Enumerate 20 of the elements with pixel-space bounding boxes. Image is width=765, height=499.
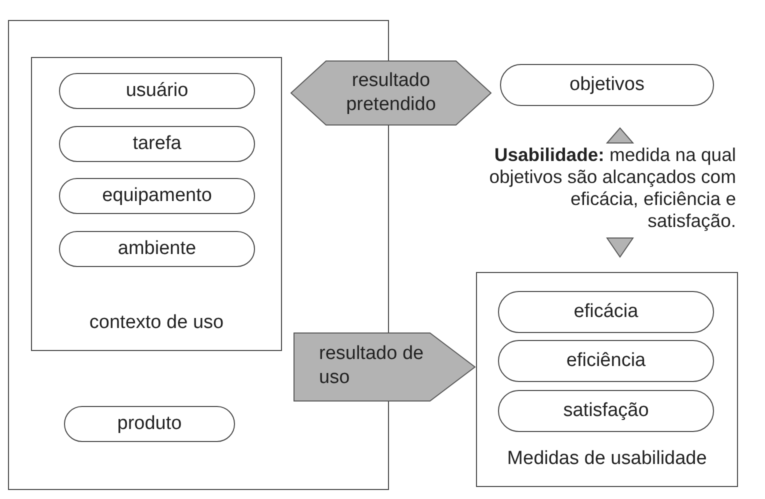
hexagon-arrow-shape — [290, 60, 492, 126]
group-label: contexto de uso — [88, 312, 225, 334]
rounded-box: equipamento — [59, 178, 255, 214]
triangle-arrow — [606, 238, 634, 258]
rounded-box: eficácia — [498, 291, 714, 333]
frame-box — [31, 57, 282, 351]
triangle-arrow — [606, 127, 634, 144]
rounded-box: objetivos — [500, 64, 714, 106]
rounded-box: tarefa — [59, 126, 255, 162]
pentagon-arrow-shape — [293, 332, 476, 402]
rounded-box: usuário — [59, 73, 255, 109]
group-label: Medidas de usabilidade — [506, 448, 708, 470]
rounded-box: eficiência — [498, 340, 714, 382]
rounded-box: ambiente — [59, 231, 255, 267]
rounded-box: produto — [64, 406, 235, 442]
rounded-box: satisfação — [498, 390, 714, 432]
frame-box — [476, 272, 738, 487]
definition-text: Usabilidade: medida na qual objetivos são alcançados com eficácia, eficiência e satisfação. — [488, 144, 736, 234]
shape-label: resultado pretendido — [345, 69, 437, 117]
shape-label: resultado de uso — [319, 342, 425, 390]
